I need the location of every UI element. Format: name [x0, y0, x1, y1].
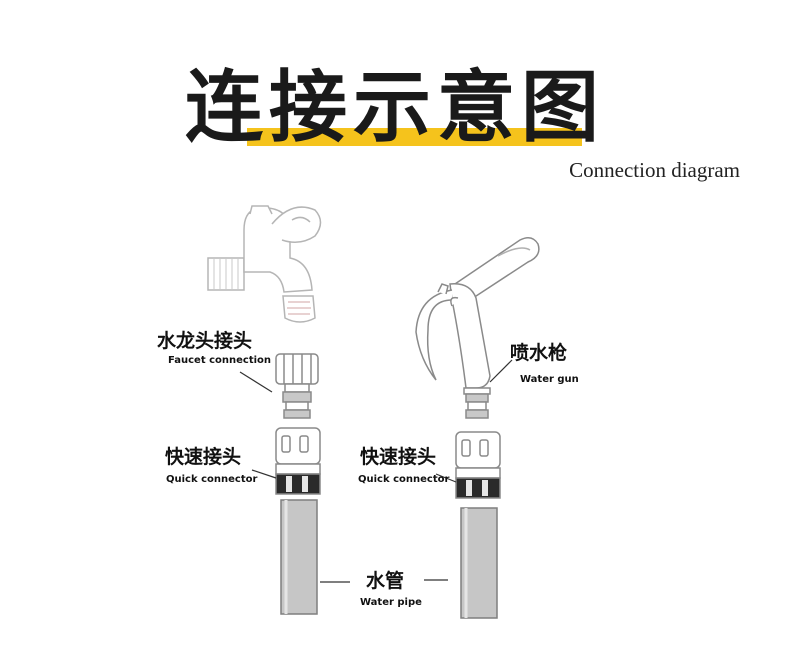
title-area: 连接示意图 [0, 58, 790, 158]
faucet-connector-label-cn: 水龙头接头 [157, 330, 253, 352]
leader-lines [239, 359, 513, 583]
water-pipe-icon [280, 499, 318, 615]
quick-connector-left-leader [251, 469, 277, 479]
quick-connector-left-label-cn: 快速接头 [165, 446, 242, 468]
page-title: 连接示意图 [184, 63, 605, 153]
faucet-connector-leader [239, 371, 273, 393]
quick-connector-right-label-cn: 快速接头 [360, 446, 437, 468]
faucet-adapter-icon [275, 353, 319, 419]
water-gun-icon [415, 237, 540, 419]
water-gun-label-cn: 喷水枪 [510, 342, 568, 364]
quick-connector-right-label-en: Quick connector [358, 474, 450, 485]
quick-connector-icon [275, 427, 321, 495]
quick-connector-icon [455, 431, 501, 499]
water-gun-label-en: Water gun [520, 374, 579, 385]
water-pipe-icon [460, 507, 498, 619]
quick-connector-right-leader [435, 473, 457, 483]
title-underline [247, 128, 582, 146]
water-gun-leader [489, 359, 513, 383]
faucet-icon [207, 205, 322, 323]
water-pipe-label-cn: 水管 [366, 570, 405, 592]
faucet-connector-label-en: Faucet connection [168, 355, 272, 366]
page-subtitle: Connection diagram [569, 158, 740, 182]
quick-connector-left-label-en: Quick connector [166, 474, 258, 485]
water-pipe-label-en: Water pipe [360, 597, 422, 608]
